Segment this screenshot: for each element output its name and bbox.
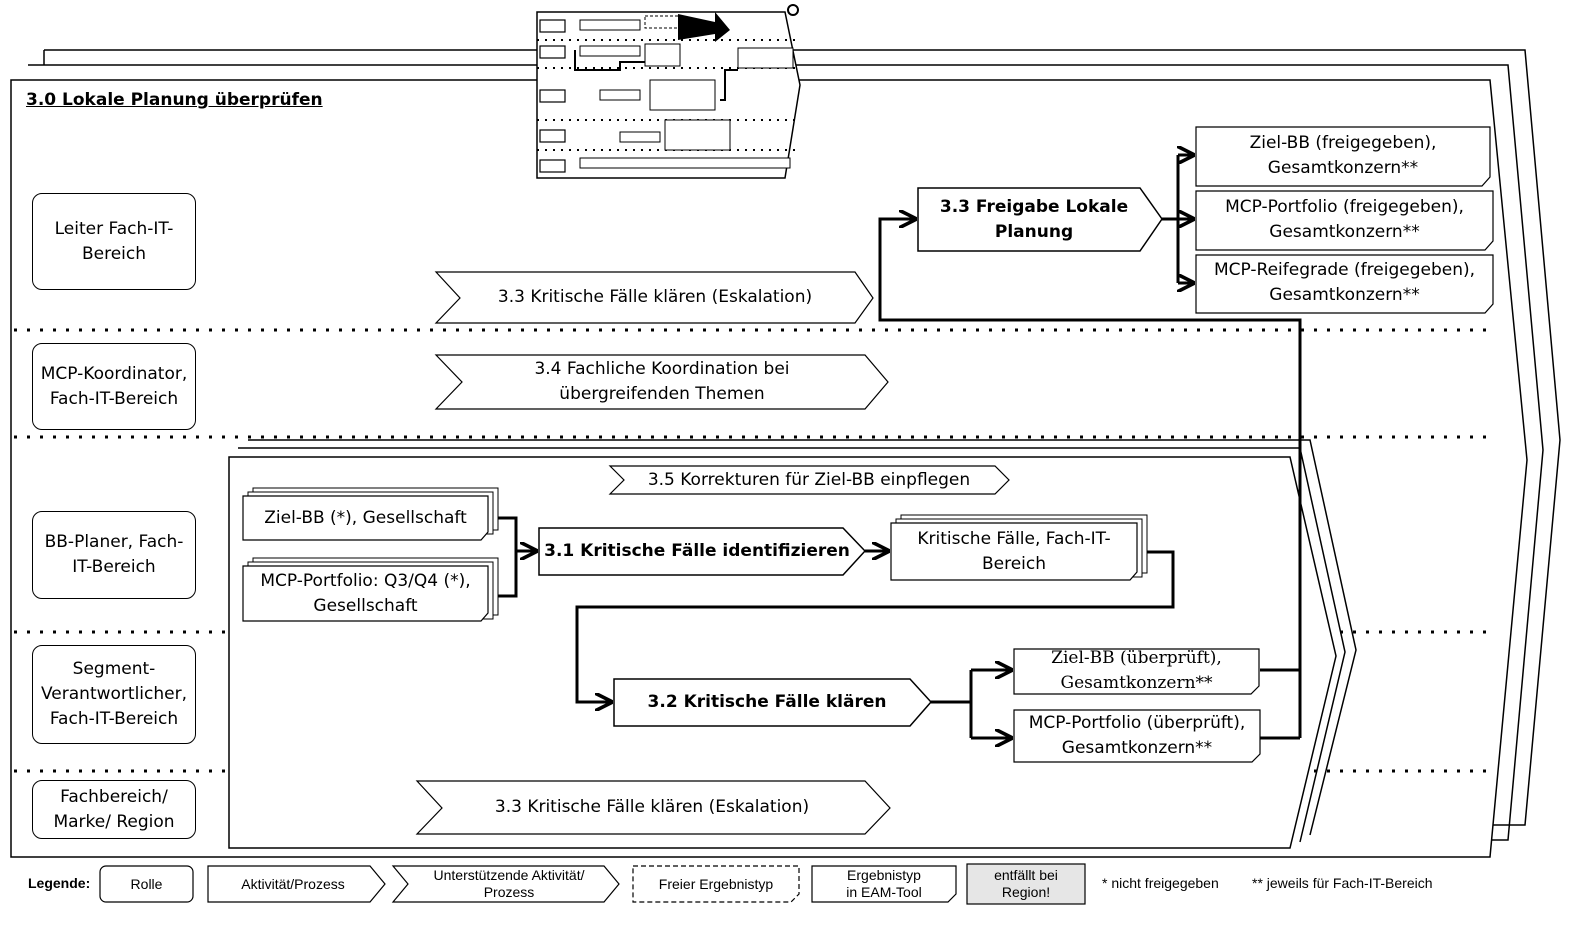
doc-mcp-reifegrade-label: MCP-Reifegrade (freigegeben), Gesamtkonz… xyxy=(1213,260,1476,305)
doc-kritische-faelle xyxy=(890,514,1148,581)
doc-mcp-portfolio-freigegeben xyxy=(1195,190,1494,251)
doc-mcp-portfolio-q3q4 xyxy=(242,557,499,622)
support-35-label: 3.5 Korrekturen für Ziel-BB einpflegen xyxy=(647,469,971,490)
role-segment: Segment- Verantwortlicher, Fach-IT-Berei… xyxy=(32,645,196,744)
legend-entfaellt: entfällt bei Region! xyxy=(994,867,1058,900)
legend-unterstuetzend: Unterstützende Aktivität/ Prozess xyxy=(433,867,585,900)
legend-aktivitaet-shape xyxy=(207,865,386,903)
activity-31-shape xyxy=(538,527,867,576)
activity-32-shape xyxy=(613,678,933,727)
legend-footnote-1: * nicht freigegeben xyxy=(1102,874,1219,891)
legend-unterstuetzend-shape xyxy=(391,865,620,903)
doc-ziel-bb-gesellschaft-label: Ziel-BB (*), Gesellschaft xyxy=(264,507,467,528)
doc-mcp-portfolio-q3q4-label: MCP-Portfolio: Q3/Q4 (*), Gesellschaft xyxy=(260,570,471,616)
connectors xyxy=(498,155,1302,738)
legend-freier: Freier Ergebnistyp xyxy=(658,875,774,892)
legend-eam-shape xyxy=(811,865,957,903)
support-34-label: 3.4 Fachliche Koordination bei übergreif… xyxy=(534,359,790,404)
support-34-shape xyxy=(434,354,889,410)
doc-ziel-bb-freigegeben-label: Ziel-BB (freigegeben), Gesamtkonzern** xyxy=(1249,132,1437,178)
legend-rolle-shape xyxy=(99,865,194,903)
role-leiter: Leiter Fach-IT- Bereich xyxy=(32,193,196,290)
legend-freier-shape xyxy=(632,865,800,903)
doc-kritische-faelle-label: Kritische Fälle, Fach-IT- Bereich xyxy=(917,528,1111,574)
role-fachbereich: Fachbereich/ Marke/ Region xyxy=(32,780,196,839)
legend-aktivitaet: Aktivität/Prozess xyxy=(241,875,345,892)
doc-mcp-portfolio-freigegeben-label: MCP-Portfolio (freigegeben), Gesamtkonze… xyxy=(1225,196,1464,242)
support-33-leiter-label: 3.3 Kritische Fälle klären (Eskalation) xyxy=(497,287,813,307)
activity-31-label: 3.1 Kritische Fälle identifizieren xyxy=(544,541,850,561)
doc-ziel-bb-gesellschaft xyxy=(242,487,499,541)
support-33-leiter-shape xyxy=(434,271,874,324)
doc-mcp-portfolio-ueberprueft xyxy=(1013,709,1261,763)
doc-ziel-bb-ueberprueft-label: Ziel-BB (überprüft), Gesamtkonzern** xyxy=(1051,647,1222,693)
doc-mcp-portfolio-ueberprueft-label: MCP-Portfolio (überprüft), Gesamtkonzern… xyxy=(1028,713,1246,758)
support-33-fach-label: 3.3 Kritische Fälle klären (Eskalation) xyxy=(494,797,810,817)
role-mcp-koordinator: MCP-Koordinator, Fach-IT-Bereich xyxy=(32,343,196,430)
support-33-fach-shape xyxy=(415,780,891,835)
process-title: 3.0 Lokale Planung überprüfen xyxy=(26,90,323,110)
subprocess-frame-back xyxy=(248,439,1357,836)
overview-thumbnail xyxy=(536,4,801,179)
legend-eam: Ergebnistyp in EAM-Tool xyxy=(846,867,922,900)
legend-rolle: Rolle xyxy=(130,875,163,892)
activity-33-freigabe-label: 3.3 Freigabe Lokale Planung xyxy=(939,196,1129,242)
doc-ziel-bb-ueberprueft xyxy=(1013,648,1260,695)
legend-footnote-2: ** jeweils für Fach-IT-Bereich xyxy=(1252,874,1433,891)
activity-32-label: 3.2 Kritische Fälle klären xyxy=(647,692,887,712)
doc-mcp-reifegrade xyxy=(1195,254,1494,314)
subprocess-frame-mid xyxy=(238,447,1346,843)
support-35-shape xyxy=(608,465,1010,495)
activity-33-freigabe-shape xyxy=(917,187,1163,252)
role-bb-planer: BB-Planer, Fach- IT-Bereich xyxy=(32,511,196,599)
legend-entfaellt-shape xyxy=(966,863,1086,905)
doc-ziel-bb-freigegeben xyxy=(1195,126,1491,187)
legend-label: Legende: xyxy=(28,874,91,891)
